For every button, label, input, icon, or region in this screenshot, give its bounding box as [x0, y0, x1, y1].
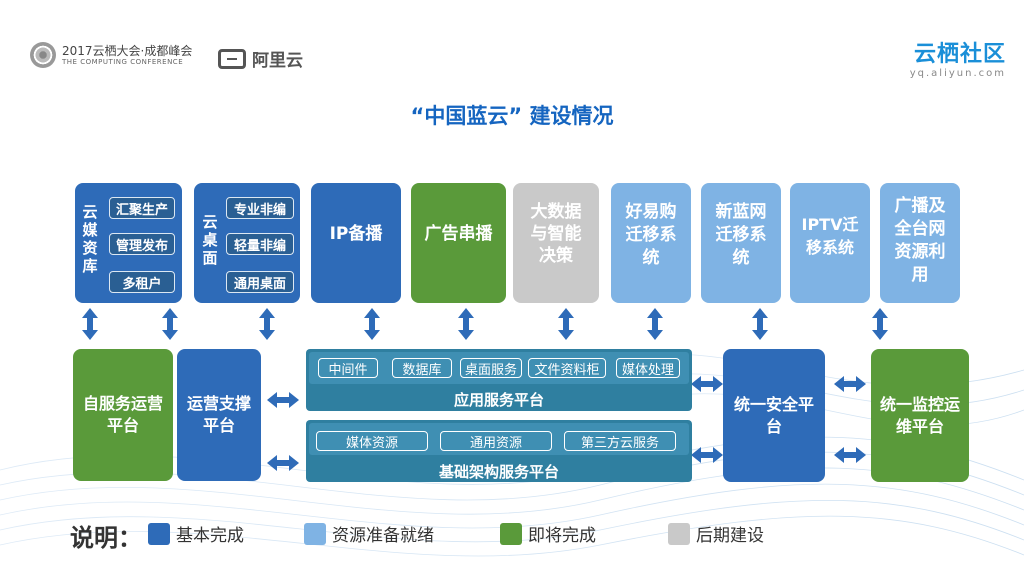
- haoyigou-box: 好易购迁移系统: [611, 183, 691, 303]
- cloud-desktop-item: 通用桌面: [226, 271, 294, 293]
- legend-label: 基本完成: [176, 526, 244, 546]
- conference-subtitle: THE COMPUTING CONFERENCE: [62, 57, 184, 66]
- legend-swatch: [500, 522, 522, 545]
- conference-title: 2017云栖大会·成都峰会: [62, 43, 193, 58]
- cloud-media-box: 云媒资库 汇聚生产 管理发布 多租户: [75, 183, 182, 303]
- legend-label: 即将完成: [528, 526, 596, 546]
- ops-support-label: 运营支撑平台: [186, 394, 251, 435]
- ops-support-box: 运营支撑平台: [177, 349, 261, 481]
- big-data-box: 大数据与智能决策: [513, 183, 599, 303]
- cloud-desktop-item: 专业非编: [226, 197, 294, 219]
- broadcast-box: 广播及全台网资源利用: [880, 183, 960, 303]
- legend-swatch: [668, 522, 690, 545]
- base-platform-item: 通用资源: [440, 431, 552, 451]
- app-platform-box: 中间件 数据库 桌面服务 文件资料柜 媒体处理 应用服务平台: [306, 349, 692, 411]
- security-box: 统一安全平台: [723, 349, 825, 482]
- app-platform-item: 文件资料柜: [528, 358, 606, 378]
- cloud-media-item: 多租户: [109, 271, 175, 293]
- aliyun-logo: 阿里云: [218, 46, 303, 71]
- cloud-desktop-item: 轻量非编: [226, 233, 294, 255]
- brand-name: 云栖社区: [913, 42, 1006, 67]
- brand-logo: 云栖社区 yq.aliyun.com: [910, 36, 1006, 79]
- legend-swatch: [148, 522, 170, 545]
- aliyun-text: 阿里云: [252, 51, 303, 71]
- iptv-box: IPTV迁移系统: [790, 183, 870, 303]
- legend-swatch: [304, 522, 326, 545]
- cloud-desktop-label: 云桌面: [202, 213, 218, 267]
- page-title: “中国蓝云” 建设情况: [410, 104, 614, 128]
- legend-item: 即将完成: [500, 521, 596, 546]
- monitor-box: 统一监控运维平台: [871, 349, 969, 482]
- base-platform-box: 媒体资源 通用资源 第三方云服务 基础架构服务平台: [306, 420, 692, 482]
- self-service-box: 自服务运营平台: [73, 349, 173, 481]
- haoyigou-label: 好易购迁移系统: [625, 202, 677, 268]
- app-platform-item: 桌面服务: [460, 358, 522, 378]
- cloud-media-label: 云媒资库: [82, 203, 98, 275]
- app-platform-item: 中间件: [318, 358, 378, 378]
- legend-item: 后期建设: [668, 521, 764, 546]
- ad-insert-label: 广告串播: [424, 224, 493, 244]
- cloud-desktop-box: 云桌面 专业非编 轻量非编 通用桌面: [194, 183, 300, 303]
- broadcast-label: 广播及全台网资源利用: [894, 196, 946, 285]
- legend-item: 资源准备就绪: [304, 521, 434, 546]
- ip-backup-label: IP备播: [329, 224, 383, 244]
- aliyun-icon: [218, 48, 246, 69]
- base-platform-item: 第三方云服务: [564, 431, 676, 451]
- base-platform-label: 基础架构服务平台: [438, 463, 559, 481]
- app-platform-item: 媒体处理: [616, 358, 680, 378]
- brand-url: yq.aliyun.com: [909, 68, 1006, 79]
- security-label: 统一安全平台: [733, 394, 814, 436]
- legend-label: 后期建设: [696, 526, 764, 546]
- big-data-label: 大数据与智能决策: [530, 202, 582, 266]
- cloud-media-item: 管理发布: [109, 233, 175, 255]
- monitor-label: 统一监控运维平台: [879, 394, 960, 436]
- self-service-label: 自服务运营平台: [83, 394, 164, 435]
- legend-title: 说明：: [70, 524, 142, 552]
- conference-icon: [30, 42, 56, 68]
- conference-logo: 2017云栖大会·成都峰会 THE COMPUTING CONFERENCE: [30, 42, 192, 68]
- ip-backup-box: IP备播: [311, 183, 401, 303]
- ad-insert-box: 广告串播: [411, 183, 506, 303]
- xinlan-box: 新蓝网迁移系统: [701, 183, 781, 303]
- legend-item: 基本完成: [148, 521, 244, 546]
- app-platform-item: 数据库: [392, 358, 452, 378]
- iptv-label: IPTV迁移系统: [801, 215, 859, 257]
- app-platform-label: 应用服务平台: [453, 391, 544, 409]
- xinlan-label: 新蓝网迁移系统: [715, 202, 767, 268]
- base-platform-item: 媒体资源: [316, 431, 428, 451]
- cloud-media-item: 汇聚生产: [109, 197, 175, 219]
- legend-label: 资源准备就绪: [332, 526, 434, 546]
